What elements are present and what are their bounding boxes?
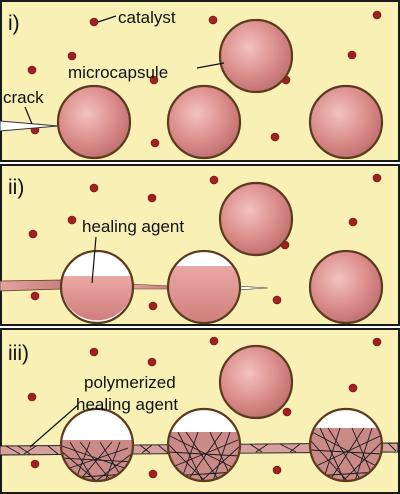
microcapsule-leader-line [196,62,225,69]
microcapsule-label: microcapsule [68,63,168,82]
crack-filled-with-healing-agent [0,279,63,292]
catalyst-label: catalyst [118,8,176,27]
panel-3-step-label: iii) [8,342,29,365]
catalyst-particle [270,132,280,142]
healing-agent-leader-line [91,236,97,284]
panel-1-step-label: i) [8,12,20,35]
panel-2-step-label: ii) [8,176,24,199]
microcapsule [166,84,242,160]
ruptured-microcapsule-shell [308,407,384,483]
crack-label: crack [3,88,44,107]
catalyst-particle [209,336,219,346]
crack-leader-line [24,106,33,125]
catalyst-particle [372,337,382,347]
catalyst-particle [30,459,40,469]
catalyst-particle [148,301,158,311]
catalyst-particle [272,295,282,305]
catalyst-leader-line [97,15,117,23]
microcapsule [308,84,384,160]
panel-3-catalyst-particles [27,336,382,479]
catalyst-particle [89,183,99,193]
catalyst-particle [67,215,77,225]
ruptured-microcapsule-shell [166,407,242,483]
catalyst-particle [372,173,382,183]
polymerized-leader-line [29,404,79,448]
catalyst-particle [347,50,357,60]
crack-polymer-network [5,442,397,455]
catalyst-particle [28,229,38,239]
microcapsule [218,181,294,257]
catalyst-particle [89,17,99,27]
catalyst-particle [30,291,40,301]
ruptured-microcapsule-shell [59,249,135,325]
ruptured-microcapsule-shell [166,249,242,325]
catalyst-particle [147,357,157,367]
panel-3: iii) [0,328,400,494]
panel-2: ii) healing agent [0,164,400,326]
panel-1: i) catalyst microcapsule crack [0,0,400,162]
catalyst-particle [272,465,282,475]
catalyst-particle [348,383,358,393]
catalyst-particle [148,469,158,479]
catalyst-particle [209,175,219,185]
catalyst-particle [27,65,37,75]
polymerized-label-line-2: healing agent [76,395,178,414]
microcapsule [218,344,294,420]
ruptured-microcapsule-shell [59,407,135,483]
microcapsule [218,18,294,94]
catalyst-particle [150,138,160,148]
catalyst-particle [27,392,37,402]
polymerized-label-line-1: polymerized [84,373,176,392]
catalyst-particle [147,193,157,203]
catalyst-particle [67,51,77,61]
healing-agent-label: healing agent [82,217,184,236]
catalyst-particle [372,10,382,20]
microcapsule [308,249,384,325]
microcapsule [56,84,132,160]
catalyst-particle [282,407,292,417]
healing-agent-remaining [168,266,240,322]
panel-2-catalyst-particles [28,173,382,311]
crack-shape [0,120,59,132]
healing-agent-remaining [60,276,133,321]
catalyst-particle [89,347,99,357]
catalyst-particle [208,15,218,25]
catalyst-particle [149,75,159,85]
catalyst-particle [348,217,358,227]
